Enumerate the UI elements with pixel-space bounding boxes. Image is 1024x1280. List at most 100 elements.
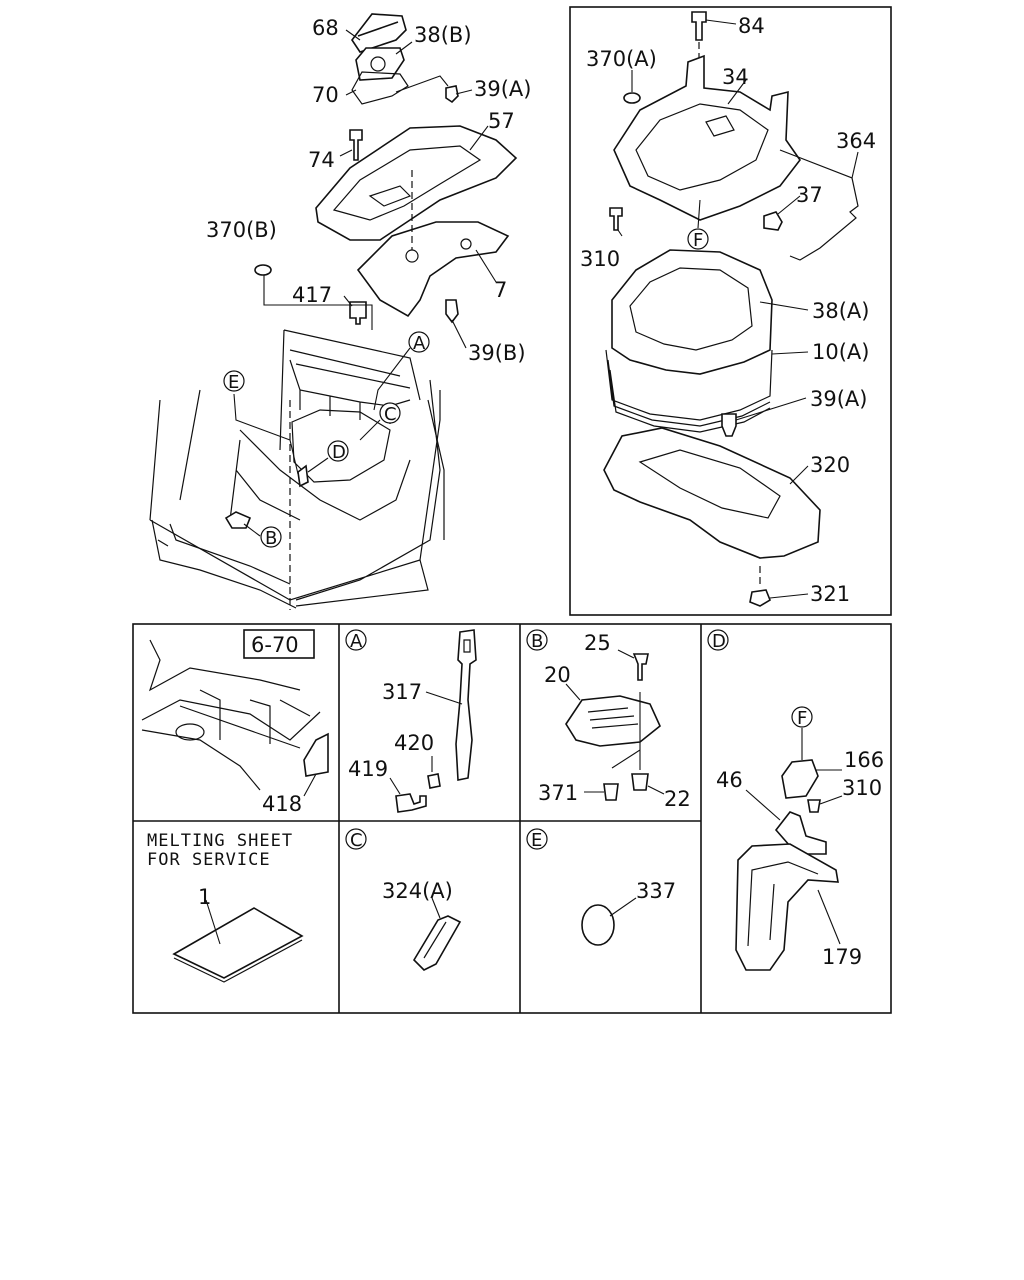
part-419-bolt — [395, 793, 427, 813]
leader-39a — [735, 397, 807, 421]
floor-well — [291, 409, 391, 483]
label-166: 166 — [844, 748, 884, 772]
detail-b-tag-circle — [526, 629, 548, 651]
leader-25 — [617, 649, 635, 659]
label-25: 25 — [584, 631, 611, 655]
leader-70 — [345, 89, 357, 96]
leader-310-d — [819, 795, 843, 805]
leader-419 — [389, 777, 401, 795]
leader-20 — [565, 683, 581, 701]
label-420: 420 — [394, 731, 434, 755]
part-310-bolt-d — [807, 799, 821, 813]
ref-label-d: D — [332, 442, 346, 463]
leader-ref-c — [359, 419, 381, 441]
label-10a: 10(A) — [812, 340, 869, 364]
part-37-cushion — [763, 211, 783, 231]
leader-321 — [769, 593, 809, 599]
label-371: 371 — [538, 781, 578, 805]
ref-divider-line — [179, 705, 301, 749]
detail-d-tag: D — [712, 631, 726, 652]
label-38a: 38(A) — [812, 299, 869, 323]
label-22: 22 — [664, 787, 691, 811]
leader-10a — [771, 351, 809, 355]
leader-310 — [617, 229, 623, 237]
detail-e-tag: E — [531, 830, 542, 851]
label-364: 364 — [836, 129, 876, 153]
ref-label-b: B — [265, 528, 277, 549]
detail-c-tag: C — [350, 830, 363, 851]
ref-box — [243, 629, 315, 659]
label-310: 310 — [580, 247, 620, 271]
part-39b-clip — [445, 299, 459, 324]
label-39a: 39(A) — [810, 387, 867, 411]
ref-floor-sketch — [141, 639, 321, 791]
detail-cell-melting-sheet: MELTING SHEET FOR SERVICE 1 — [147, 831, 304, 983]
part-39a-clip — [721, 413, 737, 437]
part-166-cushion — [781, 759, 819, 799]
part-320-tray — [603, 427, 821, 559]
leader-37 — [777, 195, 801, 215]
label-39a-top: 39(A) — [474, 77, 531, 101]
label-321: 321 — [810, 582, 850, 606]
part-25-screw — [632, 653, 649, 681]
part-1-sheet-edge — [173, 939, 303, 983]
label-46: 46 — [716, 768, 743, 792]
part-20-cover — [565, 695, 661, 747]
detail-d-ref-f-circle — [791, 706, 813, 728]
part-317-strap — [455, 629, 477, 781]
label-419: 419 — [348, 757, 388, 781]
floor-lead-370b — [263, 275, 373, 330]
leader-337 — [609, 897, 637, 917]
part-310-bolt — [609, 207, 623, 231]
leader-ref-a — [373, 347, 411, 411]
detail-a-tag: A — [350, 631, 363, 652]
melting-line-2: FOR SERVICE — [147, 850, 271, 870]
part-38b-hole — [370, 56, 386, 72]
leader-418 — [303, 773, 317, 797]
leader-179 — [817, 889, 841, 945]
part-320-inner — [638, 449, 781, 519]
part-179-bracket — [735, 843, 839, 971]
leader-38a — [759, 301, 809, 311]
part-418-pad — [303, 732, 329, 777]
ref-circle-a — [408, 331, 430, 353]
floor-detail-d-part — [297, 464, 309, 488]
label-74: 74 — [308, 148, 335, 172]
leader-364 — [851, 151, 859, 179]
leader-68 — [345, 29, 361, 41]
label-370b: 370(B) — [206, 218, 277, 242]
label-418: 418 — [262, 792, 302, 816]
label-370a: 370(A) — [586, 47, 657, 71]
leader-7 — [475, 249, 497, 283]
part-371-clip — [603, 783, 619, 801]
label-310-d: 310 — [842, 776, 882, 800]
part-34-holder — [613, 54, 801, 221]
label-84: 84 — [738, 14, 765, 38]
ref-label-c: C — [384, 404, 397, 425]
leader-ref-b — [243, 523, 261, 537]
part-337-plug — [581, 904, 615, 946]
part-39a-clip-top — [445, 85, 459, 104]
ref-box-label: 6-70 — [251, 633, 299, 657]
label-20: 20 — [544, 663, 571, 687]
label-7: 7 — [494, 278, 507, 302]
part-84-bolt — [691, 11, 707, 41]
part-321-nut — [749, 589, 771, 607]
part-70-wire — [351, 71, 409, 105]
leader-57 — [469, 125, 489, 151]
leader-39a-top — [455, 89, 473, 95]
leader-320 — [789, 465, 809, 485]
leader-38b — [395, 41, 413, 55]
label-317: 317 — [382, 680, 422, 704]
leader-f — [697, 199, 701, 229]
leader-324a — [431, 897, 441, 919]
main-exploded-view: 68 38(B) 70 39(A) 57 74 370(B) 7 417 39(… — [149, 13, 531, 610]
part-20-ribs — [587, 707, 639, 729]
ref-circle-d — [327, 440, 349, 462]
label-179: 179 — [822, 945, 862, 969]
label-37: 37 — [796, 183, 823, 207]
detail-grid: 6-70 418 A 317 420 419 B — [132, 623, 892, 1014]
part-22-nut — [631, 773, 649, 791]
